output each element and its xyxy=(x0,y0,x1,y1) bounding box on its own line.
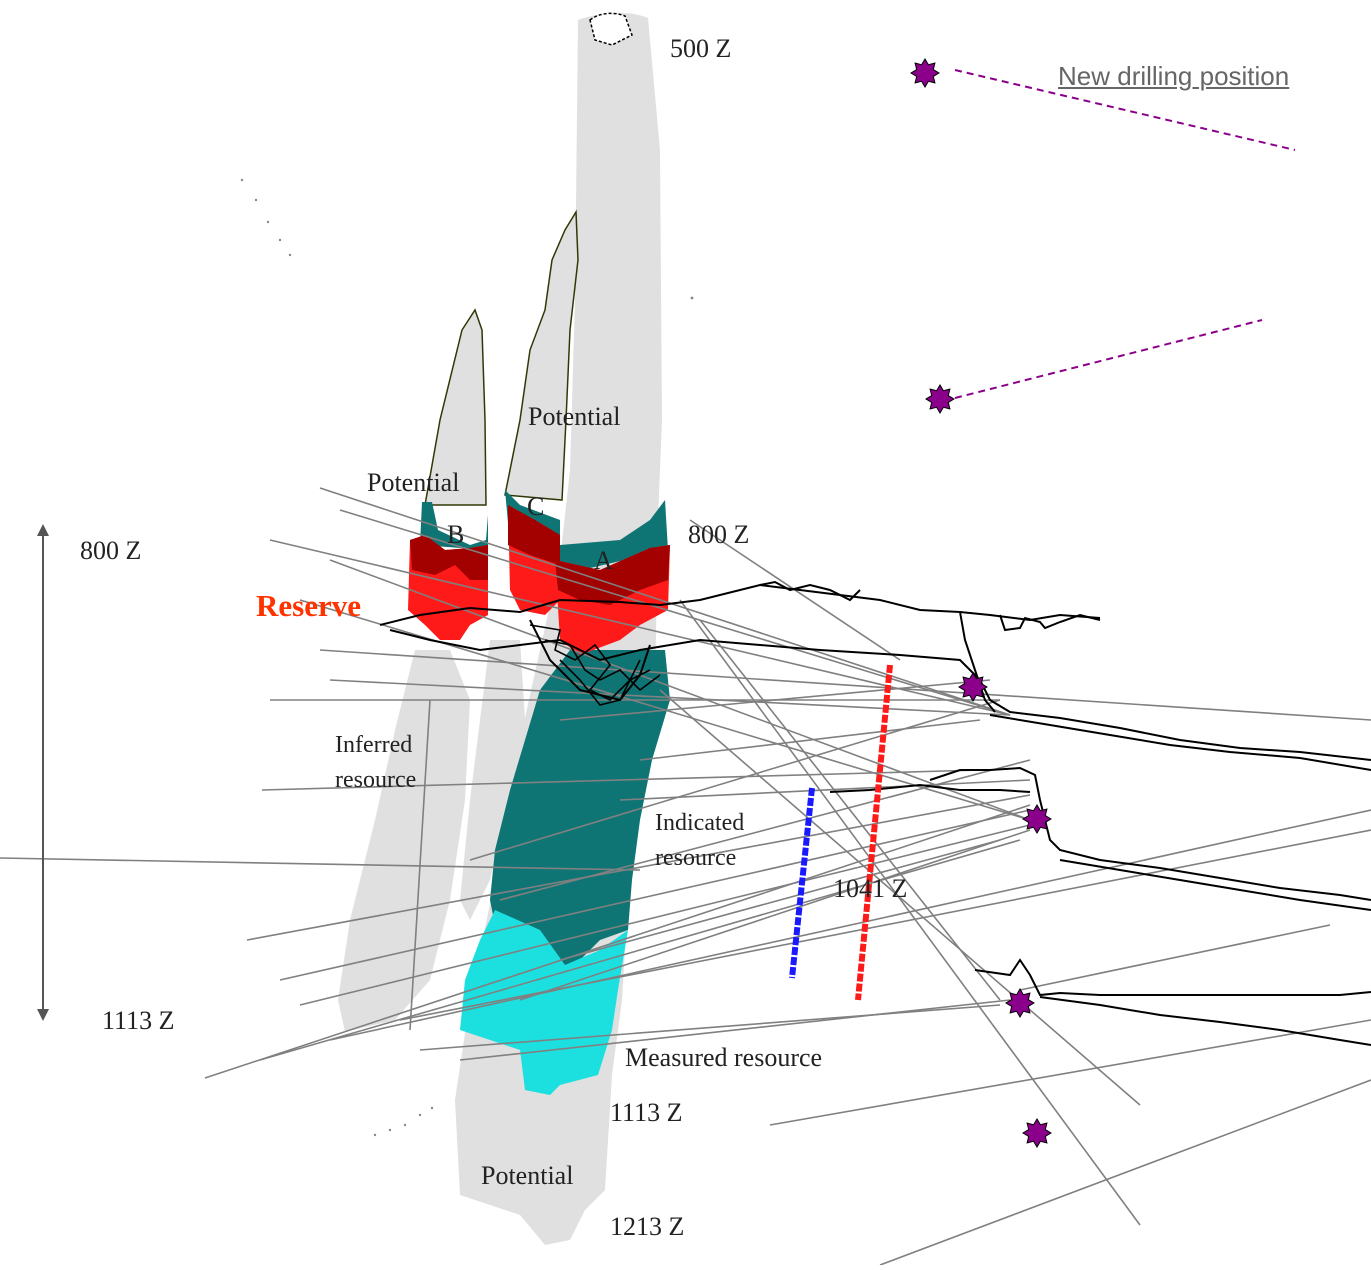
measured-resource-body xyxy=(460,910,628,1095)
drilling-position-marker-icon xyxy=(910,58,940,88)
left-potential-spire xyxy=(424,308,487,506)
potential-left-label: Potential xyxy=(367,468,460,497)
elevation-1041z-label: 1041 Z xyxy=(833,874,908,903)
inferred-line1: Inferred xyxy=(335,732,413,758)
drillhole-traces xyxy=(0,487,1371,1266)
indicated-resource-body xyxy=(490,650,670,975)
lens-b-label: B xyxy=(447,520,465,549)
potential-bottom-label: Potential xyxy=(481,1161,574,1190)
drilling-position-marker-icon xyxy=(958,672,988,702)
indicated-line1: Indicated xyxy=(655,810,745,836)
inferred-line2: resource xyxy=(335,766,417,793)
drilling-position-marker-icon xyxy=(925,384,955,414)
new-drilling-line-2 xyxy=(954,319,1263,399)
potential-upper-label: Potential xyxy=(528,402,621,431)
measured-resource-label: Measured resource xyxy=(625,1043,823,1072)
new-drilling-line-1 xyxy=(954,69,1296,151)
reserve-label: Reserve xyxy=(256,588,361,623)
inferred-resource-zone xyxy=(338,650,470,1032)
lens-c-label: C xyxy=(527,492,545,521)
elevation-500z-label: 500 Z xyxy=(670,34,732,63)
drilling-position-marker-icon xyxy=(1022,1118,1052,1148)
blue-drillhole xyxy=(789,787,815,979)
red-drillhole xyxy=(855,664,893,1001)
indicated-line2: resource xyxy=(655,844,737,871)
elevation-1213z-label: 1213 Z xyxy=(610,1212,685,1241)
drilling-position-marker-icon xyxy=(1005,988,1035,1018)
scale-800z-label: 800 Z xyxy=(80,536,142,565)
scale-1113z-label: 1113 Z xyxy=(102,1006,175,1035)
center-potential-spire xyxy=(504,209,579,501)
legend-new-drilling-position: New drilling position xyxy=(1058,61,1290,91)
elevation-800z-right-label: 800 Z xyxy=(688,520,750,549)
elevation-1113z-bottom-label: 1113 Z xyxy=(610,1098,683,1127)
inferred-resource-label: Inferred resource xyxy=(335,728,416,798)
underground-workings xyxy=(379,580,1371,1046)
inferred-resource-zone-2 xyxy=(460,640,525,920)
indicated-resource-label: Indicated resource xyxy=(655,806,744,876)
drilling-position-marker-icon xyxy=(1022,804,1052,834)
lens-a-label: A xyxy=(594,546,613,575)
